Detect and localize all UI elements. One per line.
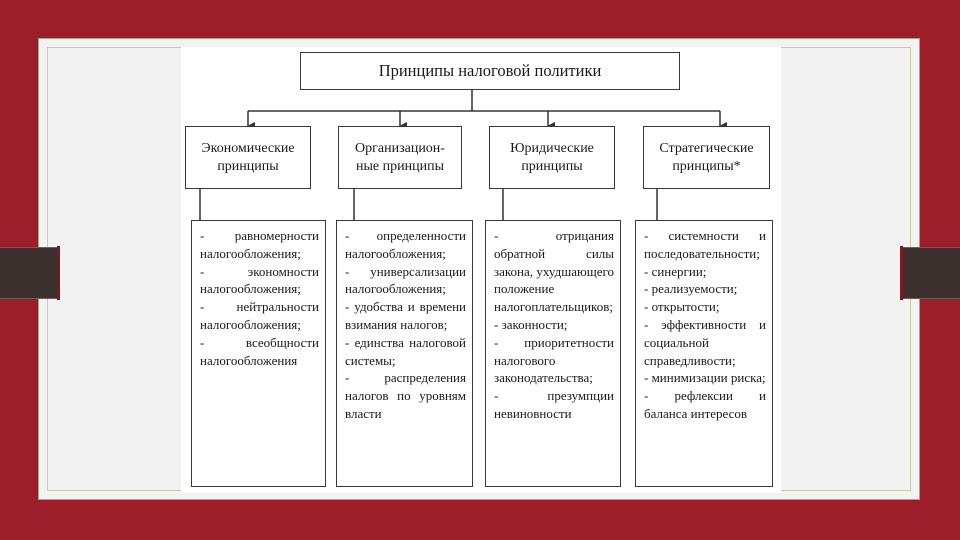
diagram-title: Принципы налоговой политики: [300, 52, 680, 90]
list-item: - отрицания обратной силы закона, ухудша…: [494, 228, 614, 315]
list-item: - экономности налогообложения;: [200, 263, 319, 297]
list-item: - открытости;: [644, 299, 720, 315]
list-item: - законности;: [494, 316, 568, 332]
list-item: - эффективности и социальной справедливо…: [644, 316, 766, 368]
list-item: - универсализации налогообложения;: [345, 263, 466, 297]
list-item: - равномерности налогообложения;: [200, 228, 319, 261]
list-item: - определенности налогообложения;: [345, 228, 466, 261]
list-item: - нейтральности налогообложения;: [200, 299, 319, 332]
list-item: - минимизации риска;: [644, 370, 766, 386]
right-decorative-tab: [900, 246, 960, 300]
legal-principles-list: - отрицания обратной силы закона, ухудша…: [485, 220, 621, 487]
list-item: - единства налоговой системы;: [345, 334, 466, 368]
organizational-principles-list: - определенности налогообложения; - унив…: [336, 220, 473, 487]
list-item: - синергии;: [644, 263, 707, 279]
strategic-principles-list: - системности и последовательности; - си…: [635, 220, 773, 487]
left-decorative-tab: [0, 246, 60, 300]
list-item: - удобства и времени взимания налогов;: [345, 299, 466, 332]
list-item: - системности и последовательности;: [644, 228, 766, 261]
list-item: - распределения налогов по уровням власт…: [345, 370, 466, 421]
list-item: - реализуемости;: [644, 281, 738, 297]
category-legal: Юридические принципы: [489, 126, 615, 189]
economic-principles-list: - равномерности налогообложения; - эконо…: [191, 220, 326, 487]
category-economic: Экономические принципы: [185, 126, 311, 189]
list-item: - приоритетности налогового законодатель…: [494, 334, 614, 386]
category-strategic: Стратегические принципы*: [643, 126, 770, 189]
category-organizational: Организацион- ные принципы: [338, 126, 462, 189]
list-item: - всеобщности налогообложения: [200, 334, 319, 368]
list-item: - презумпции невиновности: [494, 388, 614, 421]
list-item: - рефлексии и баланса интересов: [644, 388, 766, 421]
